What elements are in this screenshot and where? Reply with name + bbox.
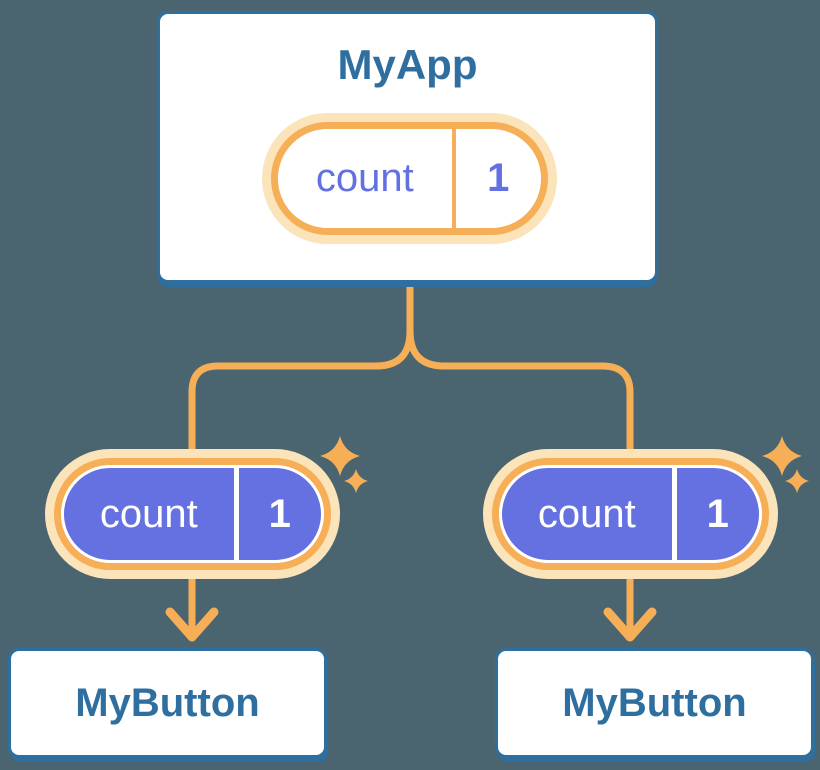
state-value: 1	[706, 491, 729, 536]
arrow-down-icon	[165, 607, 219, 642]
state-label: count	[64, 468, 239, 560]
mybutton-card-left: MyButton	[8, 648, 327, 758]
state-pill-body: count 1	[499, 465, 762, 563]
mybutton-card-title: MyButton	[75, 681, 260, 725]
state-pill-ring: count 1	[492, 458, 769, 570]
sparkle-icon	[785, 469, 809, 493]
mybutton-card-title: MyButton	[562, 681, 747, 725]
state-label: count	[502, 468, 677, 560]
state-value: 1	[268, 491, 291, 536]
state-label: count	[278, 129, 456, 228]
arrow-down-icon	[603, 607, 657, 642]
state-pill-body: count 1	[278, 129, 541, 228]
sparkle-icon	[320, 436, 360, 476]
child-state-pill-right: count 1	[483, 449, 778, 579]
connector-right-branch	[406, 283, 634, 636]
state-pill-ring: count 1	[54, 458, 331, 570]
sparkle-icon	[762, 436, 802, 476]
state-pill-ring: count 1	[271, 122, 548, 235]
state-value: 1	[487, 156, 510, 200]
sparkle-icon	[344, 469, 368, 493]
root-state-pill: count 1	[262, 113, 557, 244]
state-pill-body: count 1	[61, 465, 324, 563]
myapp-card-title: MyApp	[337, 41, 478, 88]
mybutton-card-right: MyButton	[495, 648, 814, 758]
child-state-pill-left: count 1	[45, 449, 340, 579]
